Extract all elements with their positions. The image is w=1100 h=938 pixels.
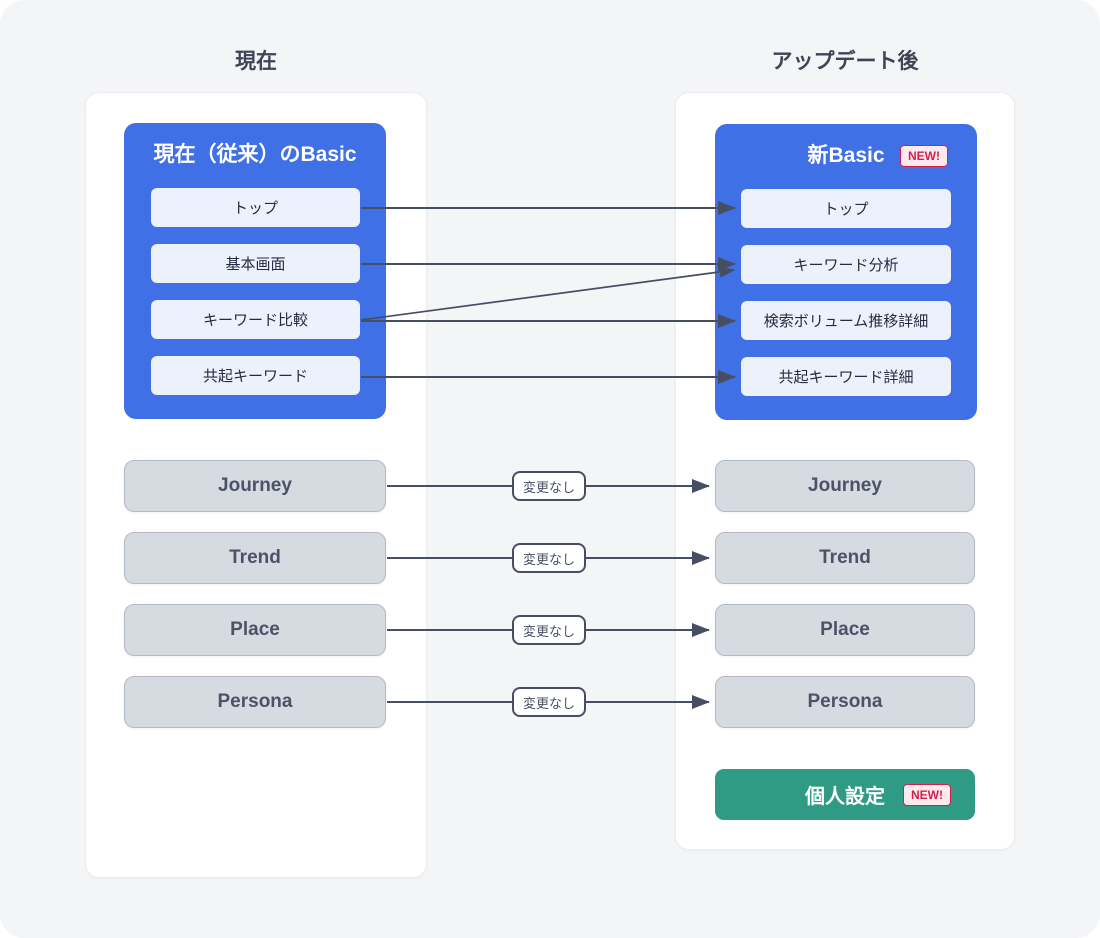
current-basic-box: 現在（従来）のBasic トップ 基本画面 キーワード比較 共起キーワード [124,123,386,419]
current-basic-title: 現在（従来）のBasic [153,143,357,166]
new-basic-row-keyword-analysis: キーワード分析 [741,245,951,284]
new-basic-row-top: トップ [741,189,951,228]
current-module-persona: Persona [124,676,386,728]
column-header-after-update: アップデート後 [771,50,919,73]
personal-settings-box: 個人設定 NEW! [715,769,975,820]
personal-settings-label: 個人設定 [805,786,885,808]
current-basic-row-top: トップ [151,188,360,227]
personal-settings-new-badge: NEW! [903,784,951,806]
no-change-label-trend: 変更なし [512,543,586,573]
after-module-persona: Persona [715,676,975,728]
column-header-current: 現在 [235,50,277,73]
after-module-place: Place [715,604,975,656]
new-basic-new-badge: NEW! [900,145,948,167]
new-basic-row-search-volume-detail: 検索ボリューム推移詳細 [741,301,951,340]
new-basic-row-cooccurrence-detail: 共起キーワード詳細 [741,357,951,396]
current-module-journey: Journey [124,460,386,512]
current-basic-row-keyword-compare: キーワード比較 [151,300,360,339]
no-change-label-place: 変更なし [512,615,586,645]
new-basic-title: 新Basic [807,144,885,167]
after-module-journey: Journey [715,460,975,512]
current-basic-row-cooccurrence: 共起キーワード [151,356,360,395]
no-change-label-persona: 変更なし [512,687,586,717]
after-module-trend: Trend [715,532,975,584]
no-change-label-journey: 変更なし [512,471,586,501]
current-module-trend: Trend [124,532,386,584]
current-basic-row-basic-screen: 基本画面 [151,244,360,283]
current-module-place: Place [124,604,386,656]
new-basic-box: 新Basic NEW! トップ キーワード分析 検索ボリューム推移詳細 共起キー… [715,124,977,420]
